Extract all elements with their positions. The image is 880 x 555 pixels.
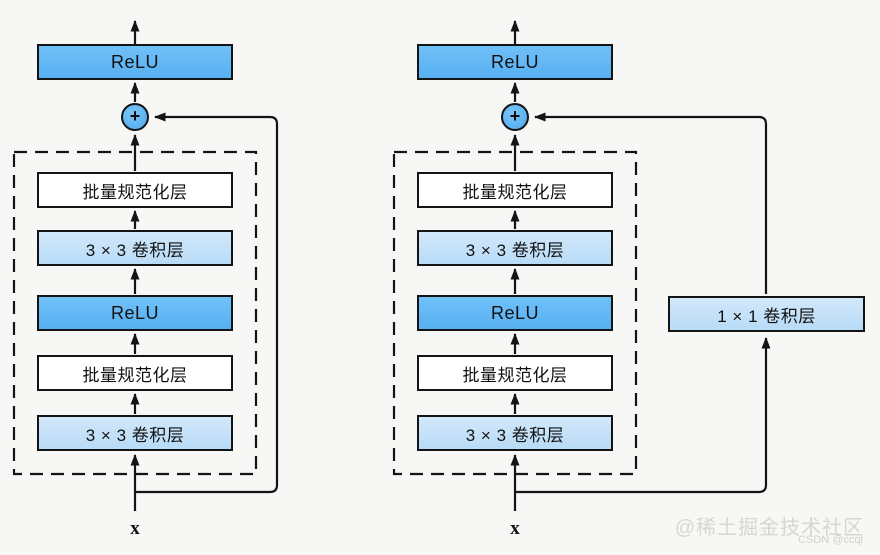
watermark-csdn: CSDN @ccql bbox=[798, 534, 863, 546]
watermark-community: @稀土掘金技术社区 bbox=[674, 517, 864, 539]
input-label-right: x bbox=[510, 518, 520, 539]
conv3x3-layer-box-left-bottom: 3 × 3 卷积层 bbox=[37, 415, 233, 451]
input-label-left: x bbox=[130, 518, 140, 539]
batchnorm-layer-box-left-top: 批量规范化层 bbox=[37, 172, 233, 208]
relu-output-box-left: ReLU bbox=[37, 44, 233, 80]
conv3x3-layer-box-right-bottom: 3 × 3 卷积层 bbox=[417, 415, 613, 451]
add-node-left: + bbox=[121, 103, 149, 131]
skip-connection-left bbox=[135, 112, 279, 494]
relu-output-box-right: ReLU bbox=[417, 44, 613, 80]
batchnorm-layer-box-left-bottom: 批量规范化层 bbox=[37, 355, 233, 391]
batchnorm-layer-box-right-top: 批量规范化层 bbox=[417, 172, 613, 208]
conv3x3-layer-box-left-top: 3 × 3 卷积层 bbox=[37, 230, 233, 266]
plus-icon: + bbox=[509, 106, 521, 126]
relu-layer-box-left: ReLU bbox=[37, 295, 233, 331]
conv3x3-layer-box-right-top: 3 × 3 卷积层 bbox=[417, 230, 613, 266]
conv1x1-shortcut-box: 1 × 1 卷积层 bbox=[668, 296, 865, 332]
plus-icon: + bbox=[129, 106, 141, 126]
skip-1x1-to-add-right bbox=[534, 112, 768, 294]
add-node-right: + bbox=[501, 103, 529, 131]
skip-to-1x1-conv-right bbox=[515, 337, 771, 494]
batchnorm-layer-box-right-bottom: 批量规范化层 bbox=[417, 355, 613, 391]
relu-layer-box-right: ReLU bbox=[417, 295, 613, 331]
